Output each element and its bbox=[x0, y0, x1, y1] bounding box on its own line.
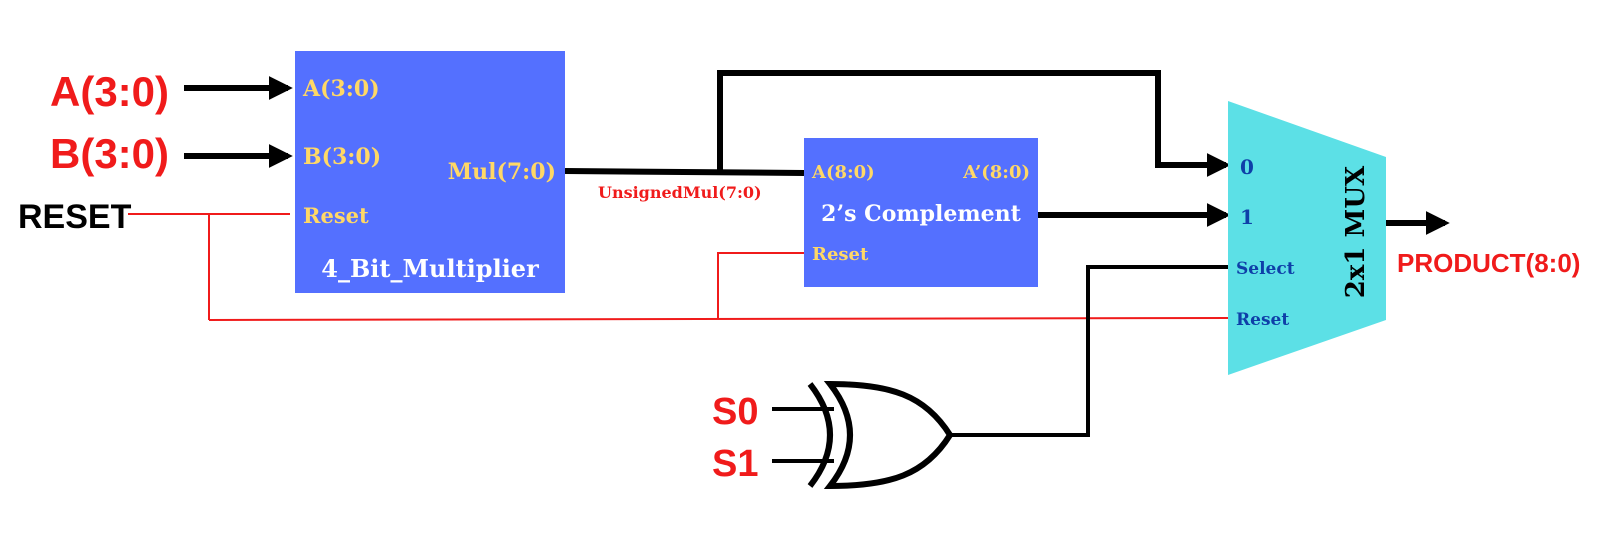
mux-block: 0 1 Select Reset 2x1 MUX bbox=[1228, 101, 1386, 375]
xor-gate-outer-curve bbox=[807, 382, 833, 488]
complement-port-in: A(8:0) bbox=[811, 162, 875, 183]
mux-port-0: 0 bbox=[1240, 155, 1254, 179]
select-wires bbox=[772, 265, 1228, 463]
reset-wire-to-complement bbox=[717, 252, 804, 318]
xor-gate-icon bbox=[807, 380, 954, 490]
bypass-wire-to-mux-0 bbox=[717, 70, 1231, 177]
complement-port-out: A’(8:0) bbox=[962, 162, 1030, 183]
multiplier-port-b: B(3:0) bbox=[303, 144, 381, 170]
external-labels: A(3:0) B(3:0) RESET UnsignedMul(7:0) PRO… bbox=[18, 68, 1580, 485]
xor-gate-body bbox=[823, 380, 954, 490]
complement-port-reset: Reset bbox=[812, 244, 869, 265]
reset-input-label: RESET bbox=[18, 198, 132, 236]
multiplier-port-out: Mul(7:0) bbox=[448, 159, 556, 185]
product-output-label: PRODUCT(8:0) bbox=[1397, 248, 1580, 278]
unsigned-mul-wire bbox=[564, 168, 805, 176]
multiplier-title: 4_Bit_Multiplier bbox=[321, 254, 539, 283]
s0-label: S0 bbox=[712, 391, 758, 433]
mux-port-select: Select bbox=[1236, 259, 1295, 279]
complement-block: A(8:0) A’(8:0) 2’s Complement Reset bbox=[804, 138, 1038, 287]
mux-title: 2x1 MUX bbox=[1341, 165, 1371, 298]
input-b-label: B(3:0) bbox=[50, 130, 169, 177]
multiplier-body bbox=[295, 51, 565, 293]
reset-wire-bus bbox=[208, 317, 1229, 321]
unsigned-mul-label: UnsignedMul(7:0) bbox=[598, 183, 762, 202]
multiplier-port-reset: Reset bbox=[303, 203, 369, 228]
complement-body bbox=[804, 138, 1038, 287]
mux-body bbox=[1228, 101, 1386, 375]
mux-port-1: 1 bbox=[1240, 205, 1254, 229]
multiplier-block: A(3:0) B(3:0) Mul(7:0) Reset 4_Bit_Multi… bbox=[295, 51, 565, 293]
data-wires bbox=[184, 70, 1450, 235]
xor-to-select-wire bbox=[950, 265, 1228, 437]
multiplier-port-a: A(3:0) bbox=[302, 76, 380, 102]
mux-port-reset: Reset bbox=[1236, 310, 1289, 330]
reset-wires bbox=[128, 213, 1229, 321]
complement-title: 2’s Complement bbox=[821, 201, 1021, 227]
s1-label: S1 bbox=[712, 443, 758, 485]
input-a-label: A(3:0) bbox=[50, 68, 169, 115]
